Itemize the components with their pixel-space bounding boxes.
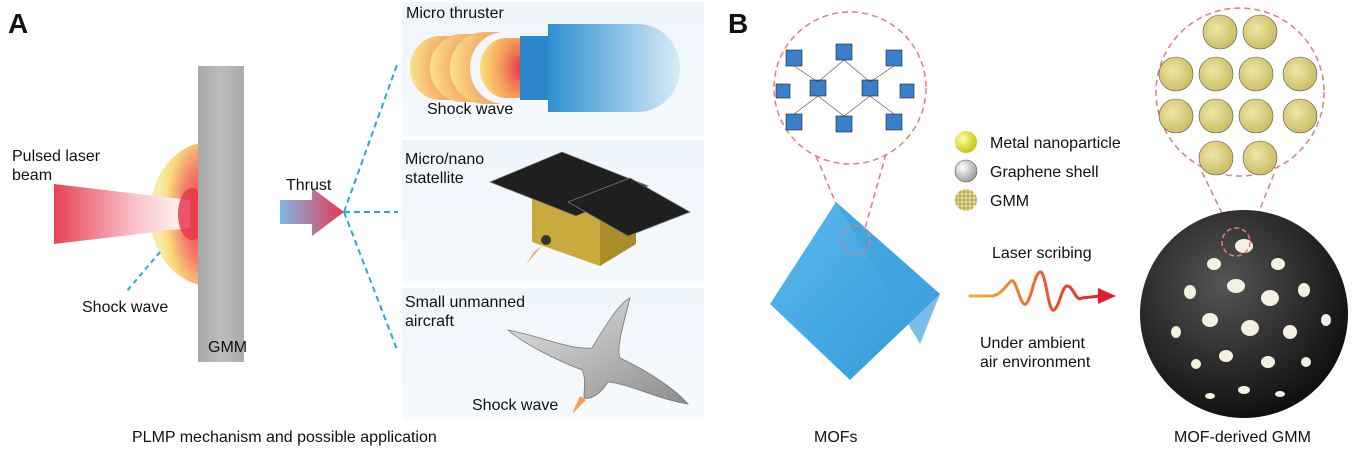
panel-b-letter: B	[728, 8, 749, 39]
shock-wave-left-label: Shock wave	[82, 299, 169, 316]
thrust-arrow	[280, 188, 344, 236]
mof-octahedron	[770, 202, 940, 380]
gmm-block	[198, 66, 244, 362]
panel-a-letter: A	[8, 8, 29, 39]
micro-thruster-illustration	[410, 24, 680, 112]
solar-panel-right	[567, 177, 691, 237]
gmm-caption: MOF-derived GMM	[1174, 429, 1311, 446]
legend-gmm: GMM	[990, 193, 1030, 210]
legend-icons	[954, 131, 978, 211]
legend-metal: Metal nanoparticle	[990, 135, 1121, 152]
ambient-label: Under ambient air environment	[980, 335, 1091, 371]
satellite-illustration	[488, 151, 691, 266]
aircraft-title: Small unmanned aircraft	[405, 294, 526, 330]
aircraft-shock-label: Shock wave	[472, 397, 559, 414]
laser-scribing-label: Laser scribing	[992, 245, 1092, 262]
mofs-illustration	[770, 11, 940, 380]
pulsed-laser-label: Pulsed laser beam	[12, 148, 101, 184]
laser-scribing-arrow	[968, 270, 1116, 312]
sphere-pores	[1171, 239, 1331, 399]
gmm-particle-grid	[1158, 14, 1318, 176]
graphene-shell-icon	[954, 159, 978, 183]
thruster-shock-label: Shock wave	[427, 101, 514, 118]
fan-line-bottom	[343, 211, 399, 353]
laser-beam	[54, 184, 190, 244]
shock-wave-pointer	[125, 251, 161, 293]
mofs-crystal-lattice	[775, 43, 915, 133]
thruster-title: Micro thruster	[406, 5, 504, 22]
gmm-zoom-circle	[1155, 7, 1325, 177]
fan-line-top	[343, 61, 399, 213]
legend-graphene: Graphene shell	[990, 164, 1099, 181]
laser-shock-illustration	[54, 61, 399, 362]
gmm-block-label: GMM	[208, 339, 248, 356]
gmm-sphere-illustration	[1140, 7, 1348, 418]
mofs-caption: MOFs	[814, 429, 858, 446]
satellite-title: Micro/nano statellite	[405, 151, 485, 187]
metal-nanoparticle-icon	[955, 131, 977, 153]
thrust-label: Thrust	[286, 177, 332, 194]
panel-a-caption: PLMP mechanism and possible application	[132, 429, 437, 446]
aircraft-illustration	[506, 297, 689, 414]
